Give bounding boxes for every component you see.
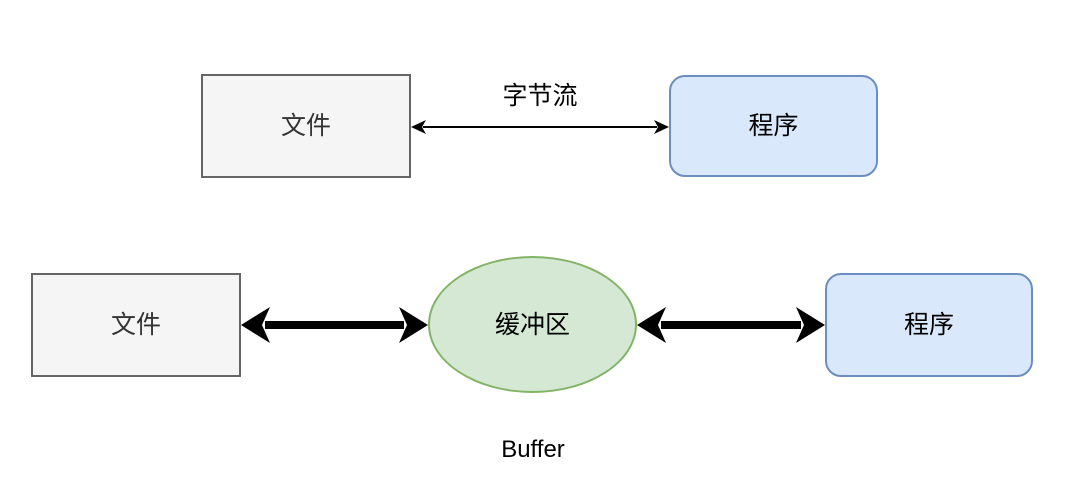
arrow-head-right-icon [796,307,825,343]
buffer-program-thick-double-arrow [637,307,825,343]
top-program-label: 程序 [748,112,799,140]
buffer-ellipse-label: 缓冲区 [494,310,570,339]
arrow-head-right-icon [654,120,669,134]
byte-stream-label: 字节流 [502,82,578,110]
arrow-head-right-icon [399,307,428,343]
arrow-head-left-icon [411,120,426,134]
arrow-head-left-icon [241,307,270,343]
byte-stream-double-arrow [411,120,669,134]
bottom-program-label: 程序 [903,311,954,339]
arrow-head-left-icon [637,307,666,343]
top-program-box: 程序 [669,75,878,177]
top-file-box: 文件 [201,74,411,178]
top-file-label: 文件 [280,112,331,140]
buffer-caption: Buffer [501,436,565,463]
file-buffer-thick-double-arrow [241,307,428,343]
bottom-file-box: 文件 [31,273,241,377]
bottom-file-label: 文件 [110,311,161,339]
bottom-program-box: 程序 [825,273,1033,377]
buffer-ellipse: 缓冲区 [428,256,637,393]
